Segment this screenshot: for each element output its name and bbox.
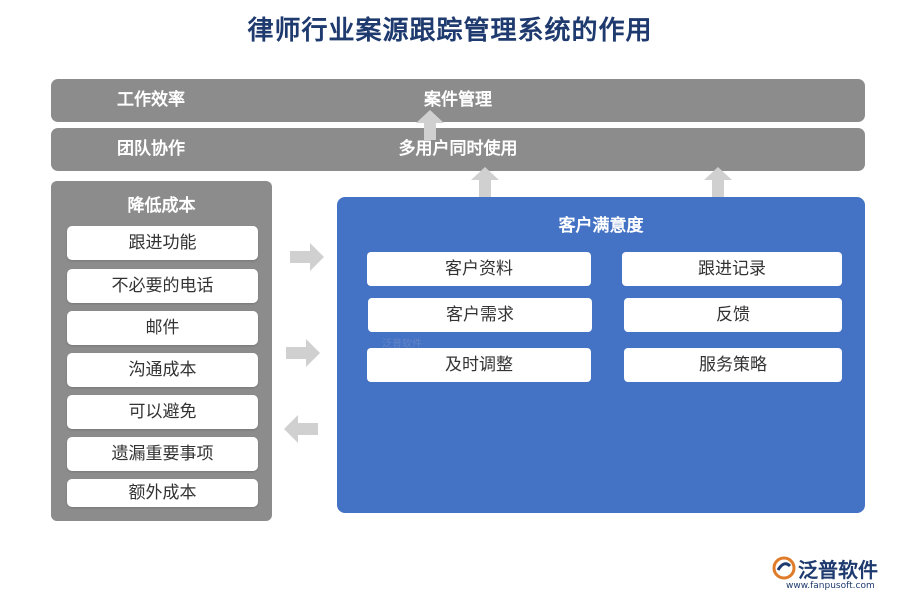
logo-name: 泛普软件 xyxy=(798,558,878,582)
right-arrow-icon xyxy=(286,339,320,367)
satisfaction-item: 客户需求 xyxy=(368,298,592,332)
bar-left-label: 工作效率 xyxy=(117,90,185,110)
customer-satisfaction-panel: 客户满意度 客户资料 跟进记录 客户需求 反馈 泛普软件 及时调整 服务策略 xyxy=(337,197,865,513)
logo-url: www.fanpusoft.com xyxy=(786,581,875,591)
cost-item: 不必要的电话 xyxy=(67,269,258,303)
cost-item: 邮件 xyxy=(67,311,258,345)
watermark: 泛普软件 xyxy=(382,339,422,350)
bar-left-label: 团队协作 xyxy=(117,139,185,159)
panel-title: 降低成本 xyxy=(127,196,196,216)
up-arrow-icon xyxy=(704,167,732,197)
cost-item: 跟进功能 xyxy=(67,226,258,260)
bar-case-management: 工作效率 案件管理 xyxy=(51,79,865,122)
cost-item: 沟通成本 xyxy=(67,353,258,387)
cost-reduction-panel: 降低成本 跟进功能 不必要的电话 邮件 沟通成本 可以避免 遗漏重要事项 额外成… xyxy=(51,181,272,521)
up-arrow-icon xyxy=(471,167,499,197)
brand-logo: 泛普软件 www.fanpusoft.com xyxy=(772,554,892,594)
satisfaction-item: 服务策略 xyxy=(624,348,842,382)
cost-item: 可以避免 xyxy=(67,395,258,429)
satisfaction-item: 客户资料 xyxy=(367,252,591,286)
satisfaction-item: 跟进记录 xyxy=(622,252,842,286)
panel-title: 客户满意度 xyxy=(558,216,644,236)
bar-center-label: 多用户同时使用 xyxy=(398,139,518,159)
fanpu-logo-icon xyxy=(772,556,796,580)
diagram-title: 律师行业案源跟踪管理系统的作用 xyxy=(247,16,653,46)
satisfaction-item: 反馈 xyxy=(624,298,842,332)
left-arrow-icon xyxy=(284,415,318,443)
cost-item: 额外成本 xyxy=(67,479,258,507)
bar-center-label: 案件管理 xyxy=(424,90,492,110)
cost-item: 遗漏重要事项 xyxy=(67,437,258,471)
bar-multi-user: 团队协作 多用户同时使用 xyxy=(51,128,865,171)
satisfaction-item: 及时调整 xyxy=(367,348,591,382)
right-arrow-icon xyxy=(290,243,324,271)
up-arrow-icon xyxy=(416,110,444,140)
